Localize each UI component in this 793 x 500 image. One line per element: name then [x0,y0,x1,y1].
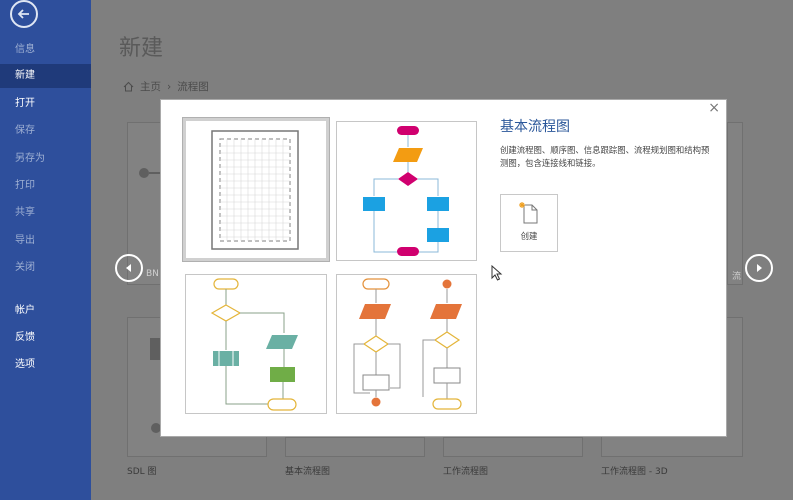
nav-info[interactable]: 信息 [15,44,35,55]
card-label-sdl: SDL 图 [127,467,157,477]
next-arrow-icon [757,264,762,272]
prev-template-button[interactable] [115,254,143,282]
nav-save[interactable]: 保存 [15,125,35,136]
back-button[interactable] [10,0,38,28]
thumbnail-blank[interactable] [182,117,330,262]
breadcrumb-separator: › [167,80,172,93]
nav-new[interactable]: 新建 [0,64,91,88]
nav-open[interactable]: 打开 [15,98,35,109]
template-description: 创建流程图、顺序图、信息跟踪图、流程规划图和结构预测图，包含连接线和链接。 [500,145,710,168]
prev-arrow-icon [126,264,131,272]
card-label-workflow-3d: 工作流程图 - 3D [601,467,668,477]
close-icon[interactable]: × [708,100,720,116]
card-label-partial-right: 流 [732,272,742,282]
breadcrumb-home[interactable]: 主页 [140,81,161,93]
nav-export[interactable]: 导出 [15,235,35,246]
nav-feedback[interactable]: 反馈 [15,332,35,343]
nav-print[interactable]: 打印 [15,180,35,191]
green-flowchart-preview [210,278,298,411]
color-flowchart-preview [363,126,449,256]
back-arrow-icon [17,9,29,19]
mouse-pointer-icon [491,265,503,281]
template-preview-dialog: × [160,99,727,437]
new-document-icon [519,202,538,224]
next-template-button[interactable] [745,254,773,282]
thumbnail-orange-flowchart[interactable] [336,274,477,414]
blank-grid-preview [211,130,299,250]
card-label-partial-left: BN [146,269,159,279]
breadcrumb-current: 流程图 [177,81,209,93]
template-title: 基本流程图 [500,119,570,135]
page-title: 新建 [119,36,164,61]
backstage-sidebar: 信息 新建 打开 保存 另存为 打印 共享 导出 关闭 帐户 反馈 选项 [0,0,91,500]
card-label-basic: 基本流程图 [285,467,331,477]
orange-flowchart-preview [353,278,462,410]
create-button[interactable]: 创建 [500,194,558,252]
thumbnail-color-flowchart[interactable] [336,121,477,261]
nav-close[interactable]: 关闭 [15,262,35,273]
breadcrumb: 主页 › 流程图 [123,79,209,94]
nav-account[interactable]: 帐户 [15,305,35,316]
template-card-top-4[interactable] [727,122,743,285]
home-icon[interactable] [123,81,134,92]
template-card-basic[interactable] [285,437,425,457]
nav-options[interactable]: 选项 [15,359,35,370]
card-label-workflow: 工作流程图 [443,467,489,477]
nav-share[interactable]: 共享 [15,207,35,218]
template-card-workflow[interactable] [443,437,583,457]
create-label: 创建 [520,231,538,241]
nav-save-as[interactable]: 另存为 [15,153,45,164]
thumbnail-green-flowchart[interactable] [185,274,327,414]
